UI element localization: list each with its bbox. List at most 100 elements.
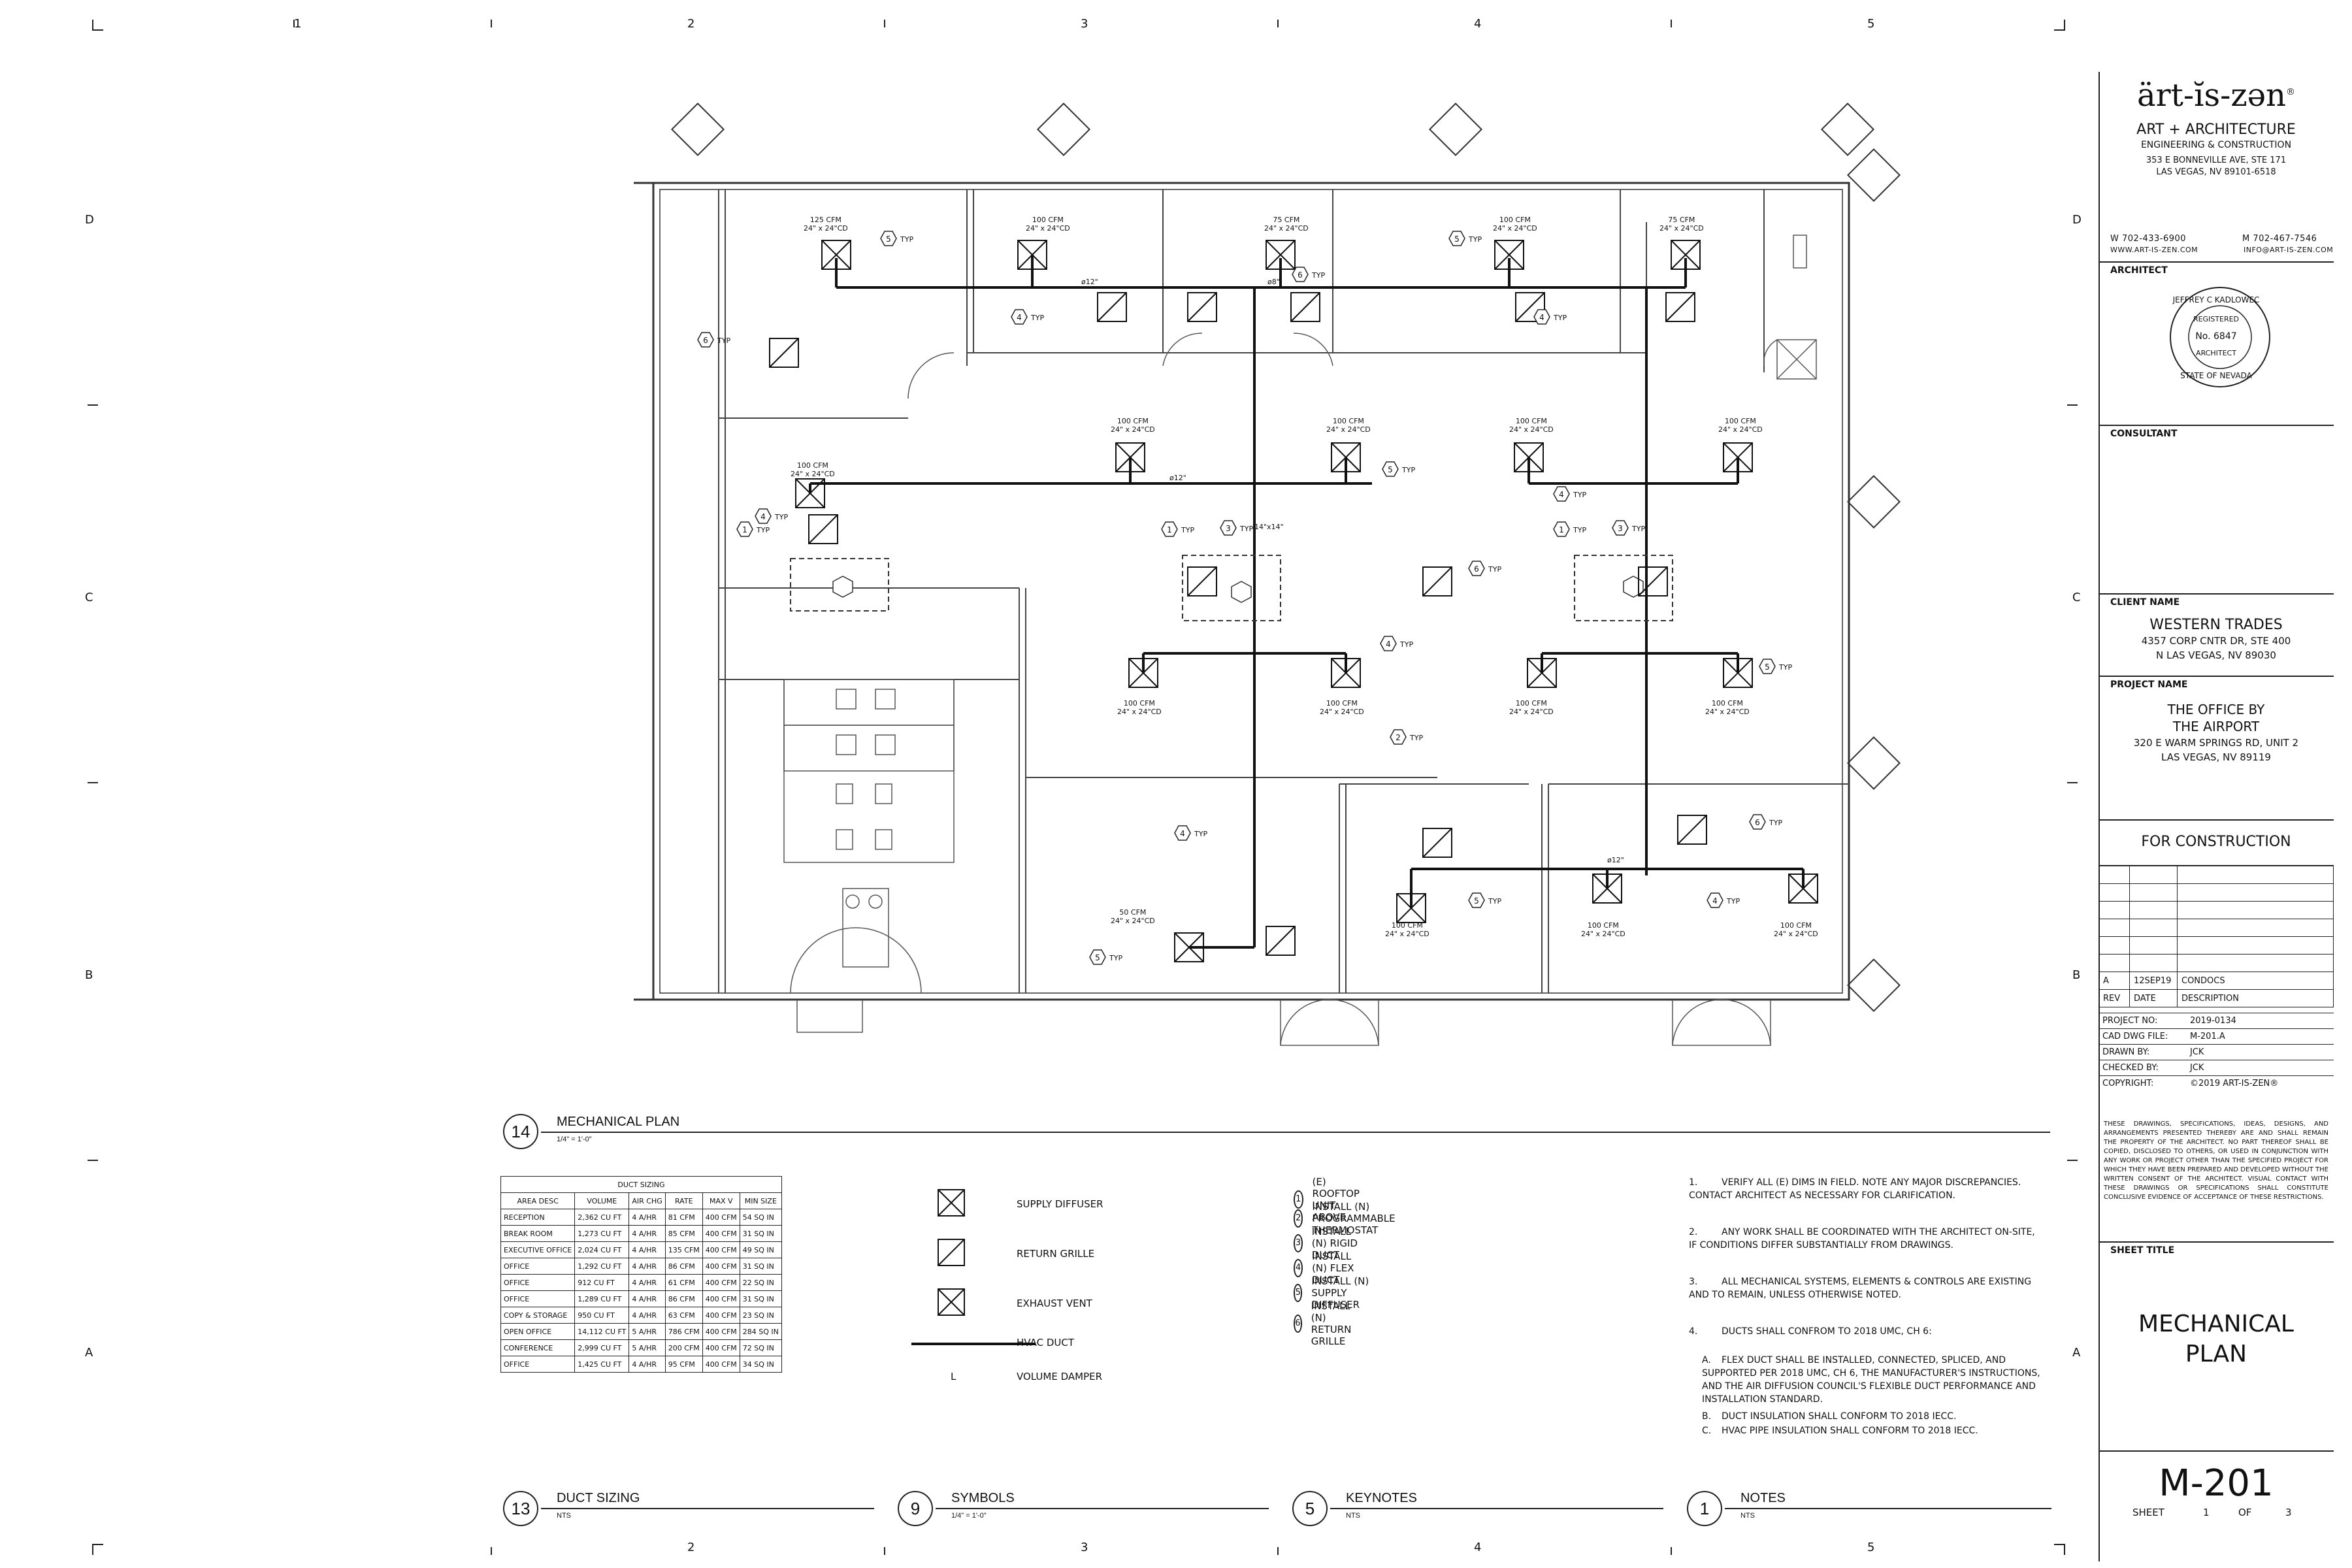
project-name-label: PROJECT NAME: [2110, 679, 2188, 690]
hvac-duct-icon: [911, 1343, 1036, 1345]
typ-label: TYP: [900, 235, 913, 244]
duct-cell: 284 SQ IN: [739, 1323, 782, 1340]
duct-cell: 400 CFM: [702, 1307, 740, 1324]
duct-size-label: ø12": [1607, 856, 1624, 864]
sheet-title-1: MECHANICAL: [2138, 1311, 2294, 1337]
seal-number: No. 6847: [2195, 331, 2237, 342]
duct-cell: 4 A/HR: [629, 1290, 666, 1307]
view-1-scale: NTS: [1740, 1512, 1755, 1520]
view-5-rule: [1330, 1508, 1663, 1509]
duct-cell: 1,289 CU FT: [574, 1290, 630, 1307]
keynote-text: INSTALL (N) RETURN GRILLE: [1311, 1300, 1352, 1347]
duct-size-label: ø12": [1169, 474, 1186, 482]
duct-cell: 4 A/HR: [629, 1258, 666, 1275]
drawing-status: FOR CONSTRUCTION: [2141, 834, 2291, 850]
client-name-label: CLIENT NAME: [2110, 597, 2180, 608]
typ-label: TYP: [1399, 640, 1413, 649]
keynote-callout-number: 4: [1712, 896, 1718, 906]
interior-walls: [718, 189, 1849, 993]
duct-size-label: 14"x14": [1254, 523, 1284, 531]
typ-label: TYP: [1726, 897, 1740, 906]
project-address-1: 320 E WARM SPRINGS RD, UNIT 2: [2133, 737, 2299, 749]
copyright-disclaimer: THESE DRAWINGS, SPECIFICATIONS, IDEAS, D…: [2104, 1120, 2328, 1201]
typ-label: TYP: [1109, 954, 1122, 962]
firm-address-1: 353 E BONNEVILLE AVE, STE 171: [2146, 155, 2287, 165]
grid-right-a: A: [2072, 1346, 2081, 1360]
view-14-rule: [541, 1132, 2050, 1133]
keynote-callout-number: 5: [1765, 662, 1770, 672]
restroom-fixtures: [783, 235, 1817, 1046]
note-item: 4.DUCTS SHALL CONFROM TO 2018 UMC, CH 6:: [1689, 1326, 1932, 1337]
keynote-callout-number: 4: [1539, 313, 1544, 322]
return-grille: [1097, 292, 1127, 322]
duct-cell: 95 CFM: [664, 1356, 703, 1373]
mechanical-floor-plan: 5TYP6TYP4TYP6TYP5TYP4TYP5TYP4TYP4TYP6TYP…: [634, 102, 1901, 1046]
grid-left-d: D: [85, 213, 94, 227]
view-14-scale: 1/4" = 1'-0": [557, 1135, 592, 1143]
grid-top-3: 3: [1081, 17, 1088, 31]
typ-label: TYP: [1401, 466, 1415, 474]
keynote-callout-number: 6: [1474, 564, 1479, 574]
view-13-rule: [541, 1508, 874, 1509]
hvac-duct-runs: [810, 255, 1805, 949]
duct-cell: 61 CFM: [664, 1274, 703, 1291]
grid-top-4: 4: [1474, 17, 1482, 31]
project-info-row: PROJECT NO:2019-0134: [2099, 1013, 2334, 1029]
note-item: 3.ALL MECHANICAL SYSTEMS, ELEMENTS & CON…: [1689, 1277, 2032, 1300]
supply-diffusers: [795, 240, 1818, 962]
duct-cell: 400 CFM: [702, 1274, 740, 1291]
duct-cell: OFFICE: [500, 1258, 576, 1275]
exhaust-vent-icon: [938, 1288, 965, 1316]
supply-diffuser: [1017, 240, 1047, 270]
duct-header-cell: MIN SIZE: [739, 1192, 782, 1209]
duct-header-cell: AIR CHG: [629, 1192, 666, 1209]
duct-cell: 22 SQ IN: [739, 1274, 782, 1291]
typ-label: TYP: [1769, 819, 1782, 827]
duct-cell: 400 CFM: [702, 1225, 740, 1242]
title-block: ärt-ĭs-zən® ART + ARCHITECTURE ENGINEERI…: [2099, 72, 2334, 1561]
grid-right-b: B: [2072, 968, 2081, 982]
keynote-text: INSTALL (N) PROGRAMMABLE THERMOSTAT: [1312, 1201, 1396, 1236]
duct-cell: 86 CFM: [664, 1290, 703, 1307]
duct-cell: RECEPTION: [500, 1209, 576, 1226]
grid-top-5: 5: [1867, 17, 1875, 31]
return-grille: [1677, 815, 1707, 845]
symbol-label: RETURN GRILLE: [1017, 1248, 1095, 1260]
typ-label: TYP: [1553, 314, 1567, 322]
return-grille: [1290, 292, 1320, 322]
project-info-row: CAD DWG FILE:M-201.A: [2099, 1028, 2334, 1045]
return-grilles: [769, 292, 1707, 956]
duct-cell: 5 A/HR: [629, 1339, 666, 1356]
project-info-row: DRAWN BY:JCK: [2099, 1044, 2334, 1060]
supply-diffuser: [1671, 240, 1701, 270]
grid-top-1: 1: [294, 17, 302, 31]
duct-cell: 85 CFM: [664, 1225, 703, 1242]
return-grille: [1665, 292, 1695, 322]
typ-label: TYP: [1631, 525, 1645, 533]
typ-label: TYP: [774, 513, 788, 521]
seal-state: STATE OF NEVADA: [2180, 371, 2252, 380]
keynote-text: INSTALL (N) FLEX DUCT: [1312, 1250, 1354, 1286]
duct-cell: OFFICE: [500, 1274, 576, 1291]
duct-cell: 4 A/HR: [629, 1356, 666, 1373]
